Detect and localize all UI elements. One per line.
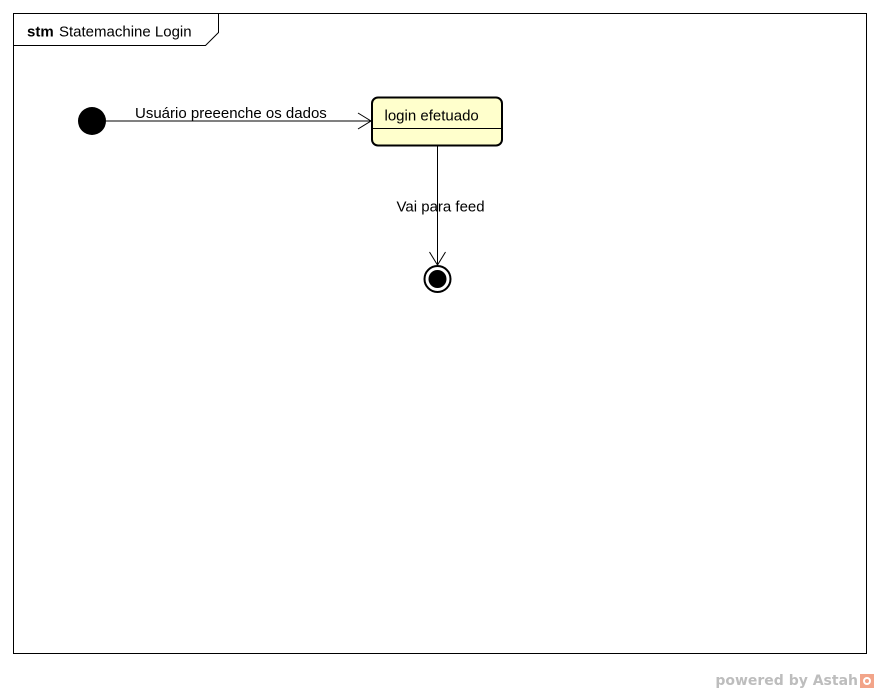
final-state-core	[428, 270, 447, 288]
transition-label-initial-to-login: Usuário preeenche os dados	[135, 105, 327, 122]
watermark-text: powered by Astah	[715, 673, 858, 689]
frame-keyword: stm	[27, 24, 54, 41]
final-state[interactable]	[423, 265, 452, 293]
diagram-frame	[13, 13, 867, 654]
frame-name-tab	[13, 13, 219, 46]
transition-label-login-to-final: Vai para feed	[397, 199, 485, 216]
state-login-efetuado[interactable]: login efetuado	[371, 96, 503, 147]
astah-logo-icon	[860, 674, 874, 688]
state-box	[371, 96, 503, 147]
state-label: login efetuado	[385, 108, 479, 125]
initial-state[interactable]	[78, 107, 106, 135]
frame-title: Statemachine Login	[59, 24, 192, 41]
astah-watermark: powered by Astah	[715, 673, 874, 689]
